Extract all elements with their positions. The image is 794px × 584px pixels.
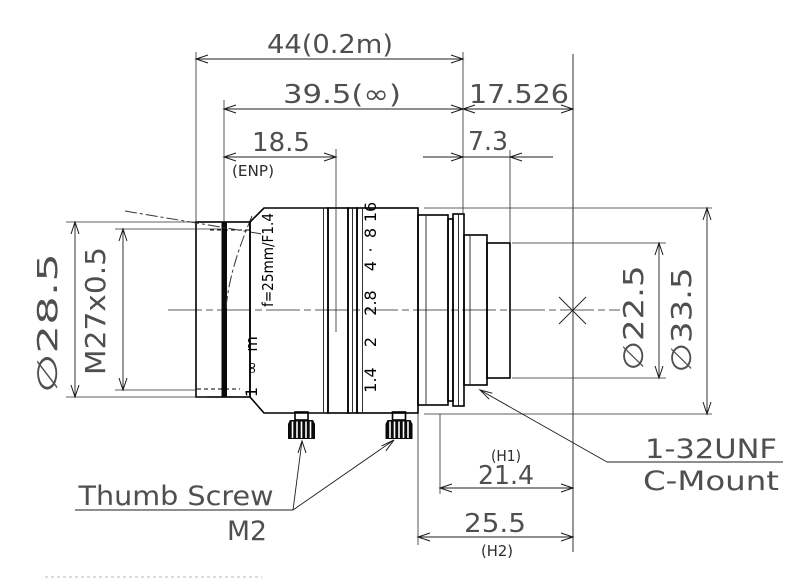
knurl-texture [389, 421, 409, 438]
knurl-texture [291, 421, 312, 438]
dim-overall-near: 44(0.2m) [194, 30, 465, 64]
dim-flange-focal: 17.526 [461, 80, 575, 114]
field-ray-phantom-line [124, 210, 263, 235]
dim-text-filter-thread: M27x0.5 [79, 247, 112, 375]
dim-text-thread-protrusion: 7.3 [468, 127, 508, 157]
aperture-scale-2p8: 2.8 [361, 290, 380, 315]
mid-ring [327, 207, 349, 414]
dim-h2: 25.5 (H2) [416, 509, 575, 560]
dim-rear-diameter: ∅22.5 [617, 241, 664, 380]
dim-overall-inf: 39.5(∞) [222, 80, 465, 114]
label-mount-type: C-Mount [643, 466, 779, 497]
dim-text-entrance-pupil: 18.5 [252, 128, 310, 158]
dim-note-h1: (H1) [491, 447, 521, 465]
dim-filter-thread: M27x0.5 [79, 227, 128, 392]
dim-text-overall-inf: 39.5(∞) [283, 80, 401, 110]
label-thumb-screw-size: M2 [227, 516, 267, 547]
callout-thumb-screw: Thumb Screw M2 [75, 439, 395, 547]
dim-text-body-diameter: ∅33.5 [665, 268, 698, 373]
dim-body-diameter: ∅33.5 [665, 206, 712, 416]
dim-front-diameter: ∅28.5 [31, 220, 80, 399]
dim-text-overall-near: 44(0.2m) [267, 30, 393, 60]
aperture-scale-4: 4 [361, 261, 380, 271]
filter-thread-relief-band [221, 222, 227, 397]
extension-lines [66, 52, 712, 545]
image-plane-cross-mark [558, 296, 587, 325]
focus-scale-1: 1 [242, 387, 261, 397]
label-mount-thread: 1-32UNF [645, 434, 777, 465]
aperture-scale-8: 8 [361, 228, 380, 238]
dim-text-flange-focal: 17.526 [469, 80, 569, 110]
focus-scale-m: m [242, 336, 261, 352]
lens-body: f=25mm/F1.4 1 ∞ m 1.4 2 2.8 4 · 8 16 [124, 202, 511, 439]
aperture-scale-1p4: 1.4 [361, 367, 380, 392]
label-thumb-screw: Thumb Screw [77, 481, 273, 512]
optical-axis [168, 54, 620, 552]
dim-h1: (H1) 21.4 [438, 447, 575, 493]
thumb-screw-aperture [385, 411, 413, 439]
dim-entrance-pupil: 18.5 (ENP) [222, 128, 338, 180]
dim-note-h2: (H2) [481, 542, 513, 560]
dim-note-enp: (ENP) [232, 162, 274, 180]
dim-text-front-diameter: ∅28.5 [31, 253, 64, 393]
lens-model-marking: f=25mm/F1.4 [259, 213, 277, 307]
dim-text-h2: 25.5 [464, 509, 526, 539]
dim-thread-protrusion: 7.3 [423, 127, 553, 162]
rear-pilot-cylinder [486, 242, 511, 379]
dim-text-rear-diameter: ∅22.5 [617, 266, 650, 371]
aperture-scale-16: 16 [361, 202, 380, 222]
dim-text-h1: 21.4 [478, 461, 534, 491]
aperture-scale-2: 2 [361, 337, 380, 347]
thumb-screw-focus [288, 411, 315, 439]
callout-c-mount: 1-32UNF C-Mount [478, 389, 783, 497]
focus-scale-inf: ∞ [242, 361, 261, 374]
aperture-scale-dot: · [361, 247, 380, 252]
front-element-phantom-arc [225, 215, 253, 309]
